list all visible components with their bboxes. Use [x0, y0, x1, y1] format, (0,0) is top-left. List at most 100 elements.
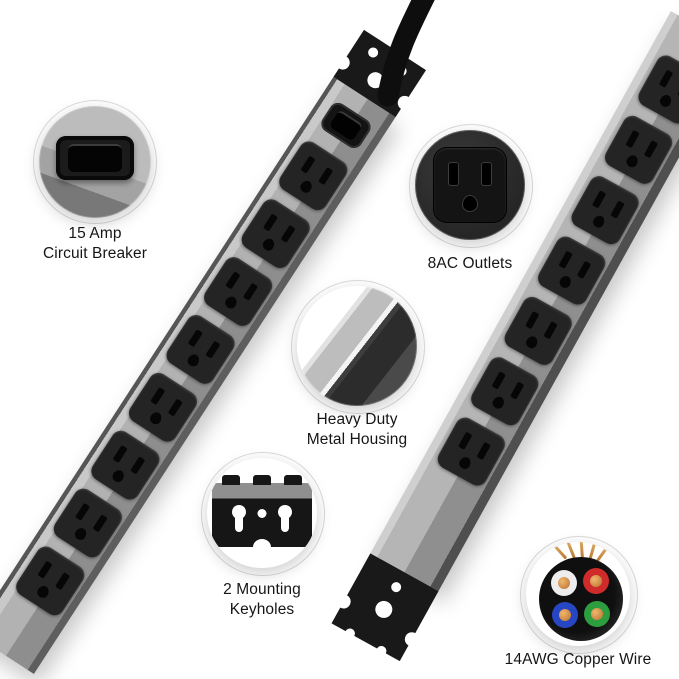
outlet-ground-hole [298, 178, 315, 195]
outlet-slot-left [625, 129, 640, 149]
outlet-slot-right [55, 572, 71, 591]
outlet-slot-left [112, 444, 128, 464]
bracket-hole [389, 580, 403, 594]
outlet-ground-hole [260, 236, 277, 253]
ac-outlet [501, 293, 576, 369]
bracket-bottom-notch [253, 539, 271, 556]
bracket-hole [366, 45, 381, 60]
callout-ring [520, 536, 638, 654]
keyhole-right [278, 505, 292, 520]
copper-wire-label: 14AWG Copper Wire [488, 650, 668, 670]
circuit-breaker-callout [39, 106, 151, 218]
ac-outlet [601, 112, 676, 188]
outlet-slot-left [300, 155, 316, 174]
ac-outlet [567, 172, 643, 248]
wire-white [551, 570, 577, 596]
outlet-slot-left [658, 69, 674, 88]
mounting-keyholes-label-line1: 2 Mounting [223, 581, 301, 598]
outlet-slot-right [130, 456, 146, 475]
outlet-slot-left [491, 371, 506, 390]
ac-outlet [434, 413, 509, 490]
bracket-keyhole [364, 69, 387, 92]
wire-blue [552, 602, 578, 628]
copper-wire-callout [526, 542, 630, 646]
outlet-ground-hole [591, 213, 607, 230]
cable-cross-section-icon [539, 557, 623, 641]
outlet-slot-right [318, 167, 334, 186]
outlet-ground-hole [557, 273, 574, 290]
ac-outlet [49, 484, 126, 562]
bracket-hole [394, 64, 409, 78]
outlet-slot-left [262, 213, 279, 232]
metal-housing-label-line1: Heavy Duty [316, 411, 398, 428]
outlet-slot-right [92, 514, 108, 533]
outlet-slot-left [458, 431, 473, 450]
mounting-bracket-icon [212, 475, 312, 556]
callout-ring [291, 280, 425, 414]
outlet-ground-hole [148, 410, 164, 427]
bracket-notch [395, 93, 415, 113]
metal-housing [370, 11, 679, 592]
keyhole-right-slot [281, 516, 289, 533]
callout-ring [409, 124, 533, 248]
bracket-tab [253, 475, 271, 486]
outlet-slot-right [205, 340, 221, 359]
outlet-slot-right [280, 224, 296, 243]
outlet-ground-hole [524, 334, 540, 351]
wire-red [583, 568, 609, 594]
outlet-ground-hole [658, 92, 674, 109]
ac-outlet [87, 426, 164, 504]
copper-strand [579, 542, 584, 559]
keyhole-left-slot [235, 516, 243, 533]
outlet-slot-left [150, 387, 166, 406]
bracket-center-hole [257, 509, 267, 519]
wire-green [584, 601, 610, 627]
outlet-slot-right [509, 381, 525, 400]
callout-ring [201, 452, 325, 576]
outlet-slot-left [74, 502, 91, 521]
bracket-tab [284, 475, 302, 486]
outlet-ground-hole [110, 468, 127, 485]
outlet-ground-hole [185, 352, 202, 369]
keyhole-left [232, 505, 246, 520]
ac-outlet [12, 542, 89, 620]
outlet-slot-right [476, 441, 491, 461]
mounting-keyholes-label-line2: Keyholes [229, 600, 295, 618]
ac-outlet [634, 51, 679, 128]
outlet-slot-left [591, 190, 607, 209]
bracket-notch [333, 52, 353, 73]
circuit-breaker-label-line2: Circuit Breaker [43, 244, 147, 262]
outlet-ground-hole [35, 583, 52, 600]
bracket-notch [402, 629, 422, 649]
outlet-ground-hole [624, 153, 640, 170]
outlet-ground-hole [463, 196, 477, 211]
circuit-breaker-label-line1: 15 Amp [68, 225, 122, 242]
outlet-slot-left [525, 310, 540, 330]
outlet-slot-right [576, 260, 592, 280]
ac-outlet-icon [434, 148, 506, 222]
ac-outlet [237, 195, 314, 272]
copper-wire-label-line1: 14AWG Copper Wire [504, 651, 652, 668]
ac-outlet [275, 137, 352, 214]
metal-housing-label-line2: Metal Housing [306, 430, 408, 448]
outlet-slot-left [449, 163, 458, 185]
bracket-keyhole [372, 597, 396, 621]
ac-outlets-label: 8AC Outlets [390, 254, 550, 274]
outlet-slot-right [167, 398, 183, 417]
metal-housing-callout [297, 286, 417, 406]
mounting-keyholes-label: 2 Mounting Keyholes [182, 580, 342, 620]
outlet-slot-right [543, 321, 558, 340]
outlet-slot-right [482, 163, 491, 185]
metal-housing-label: Heavy Duty Metal Housing [277, 410, 437, 450]
outlet-slot-left [187, 329, 203, 348]
ac-outlet [200, 253, 277, 330]
bracket-notch [343, 626, 357, 641]
bracket-tab [222, 475, 240, 486]
outlet-slot-left [37, 560, 53, 579]
outlet-slot-left [225, 271, 241, 290]
mounting-keyholes-callout [207, 458, 317, 568]
outlet-slot-left [558, 250, 573, 269]
breaker-switch-icon [56, 135, 134, 180]
ac-outlets-label-line1: 8AC Outlets [427, 255, 513, 272]
